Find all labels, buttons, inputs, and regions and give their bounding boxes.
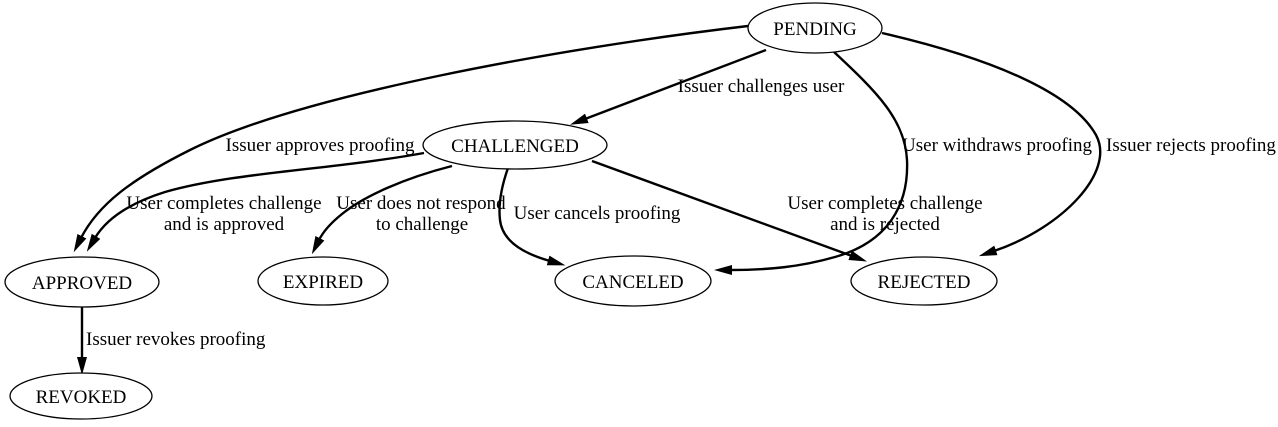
node-rejected-ellipse [850,256,998,306]
node-approved-label: APPROVED [32,273,132,294]
edge-challenged-to-expired [311,164,453,255]
edge-label-user-no-respond-line2: to challenge [376,214,468,235]
node-rejected: REJECTED [850,256,998,306]
edge-label-user-completes-approved-line2: and is approved [164,214,285,235]
edge-label-issuer-revokes-proofing: Issuer revokes proofing [86,329,266,350]
edge-pending-to-rejected [881,31,1102,257]
edge-challenged-to-rejected [591,159,868,262]
edge-label-issuer-rejects-proofing: Issuer rejects proofing [1106,135,1276,156]
node-revoked-ellipse [9,372,153,420]
edge-label-user-no-respond-line1: User does not respond [336,193,506,214]
edge-label-issuer-challenges-user: Issuer challenges user [678,76,845,97]
node-challenged-label: CHALLENGED [451,136,579,157]
node-expired: EXPIRED [257,256,389,306]
node-canceled-label: CANCELED [582,272,683,293]
node-challenged: CHALLENGED [422,120,608,170]
edge-pending-to-canceled [714,51,909,275]
node-pending: PENDING [747,2,883,54]
edge-label-issuer-approves-proofing: Issuer approves proofing [226,135,415,156]
node-revoked: REVOKED [9,372,153,420]
node-canceled: CANCELED [554,255,712,307]
node-approved: APPROVED [4,256,160,308]
node-revoked-label: REVOKED [36,387,127,408]
edge-label-user-completes-approved-line1: User completes challenge [126,193,321,214]
node-canceled-ellipse [554,255,712,307]
node-expired-ellipse [257,256,389,306]
node-rejected-label: REJECTED [878,272,971,293]
node-pending-label: PENDING [773,19,857,40]
node-pending-ellipse [747,2,883,54]
node-approved-ellipse [4,256,160,308]
edge-label-user-completes-rejected-line1: User completes challenge [787,193,982,214]
edge-label-user-cancels-proofing: User cancels proofing [514,203,681,224]
edge-pending-to-approved [73,24,749,253]
edge-challenged-to-approved [86,151,425,252]
edge-label-user-withdraws-proofing: User withdraws proofing [902,135,1092,156]
edge-label-user-completes-rejected-line2: and is rejected [830,214,940,235]
node-expired-label: EXPIRED [283,272,363,293]
node-challenged-ellipse [422,120,608,170]
edge-pending-to-challenged [570,48,767,125]
edge-challenged-to-canceled [498,167,566,266]
